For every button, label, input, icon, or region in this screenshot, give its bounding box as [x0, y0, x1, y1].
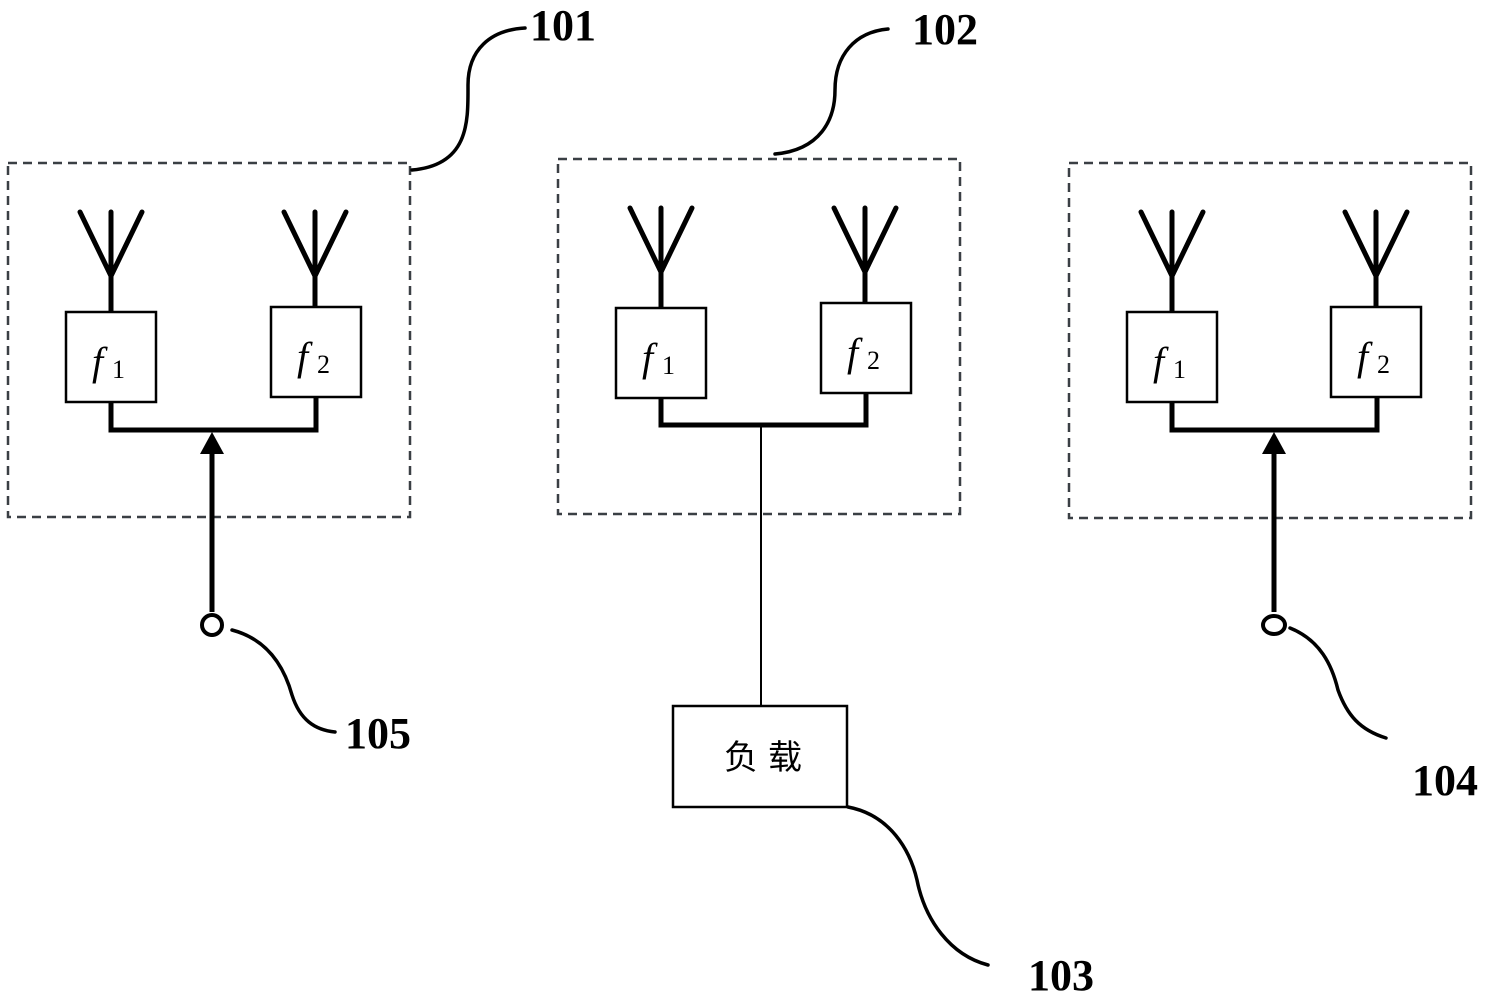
filter-f1: f 1 [614, 306, 708, 400]
antenna-icon [1342, 209, 1410, 310]
filter-subscript: 1 [662, 351, 675, 380]
module-102-boundary [556, 157, 962, 516]
leader-line-104 [1288, 626, 1388, 740]
filter-subscript: 2 [867, 346, 880, 375]
ref-label-104: 104 [1412, 756, 1478, 805]
filter-subscript: 1 [1173, 355, 1186, 384]
module-101: f 1 f 2 101 105 [6, 1, 596, 758]
filter-f2: f 2 [819, 301, 913, 395]
ref-label-105: 105 [345, 709, 411, 758]
antenna-icon [627, 205, 695, 311]
ref-label-103: 103 [1028, 951, 1094, 1000]
filter-f2: f 2 [1329, 305, 1423, 399]
antenna-icon [1138, 209, 1206, 315]
leader-line-103 [846, 805, 990, 967]
combiner-line [1169, 397, 1380, 433]
leader-line-101 [410, 26, 527, 172]
feed-arrow [1262, 432, 1286, 612]
antenna-icon [281, 209, 349, 310]
ref-label-102: 102 [912, 5, 978, 54]
leader-line-105 [230, 628, 337, 734]
antenna-icon [77, 209, 145, 315]
port-circle[interactable] [1261, 614, 1287, 636]
feed-arrow [200, 432, 224, 612]
filter-subscript: 2 [1377, 350, 1390, 379]
filter-f2: f 2 [269, 305, 363, 399]
port-circle[interactable] [200, 613, 224, 637]
module-101-boundary [6, 161, 412, 519]
combiner-line [108, 397, 319, 433]
antenna-icon [831, 205, 899, 306]
load-label: 负载 [724, 738, 812, 778]
filter-subscript: 2 [317, 350, 330, 379]
leader-line-102 [773, 27, 890, 156]
filter-f1: f 1 [1125, 310, 1219, 404]
module-right: f 1 f 2 104 [1067, 161, 1478, 805]
module-102: f 1 f 2 102 [556, 5, 978, 706]
module-right-boundary [1067, 161, 1473, 520]
load-103: 负载 103 [671, 704, 1094, 1000]
ref-label-101: 101 [530, 1, 596, 50]
filter-f1: f 1 [64, 310, 158, 404]
combiner-line [658, 393, 869, 428]
filter-subscript: 1 [112, 355, 125, 384]
load-box [671, 704, 849, 809]
